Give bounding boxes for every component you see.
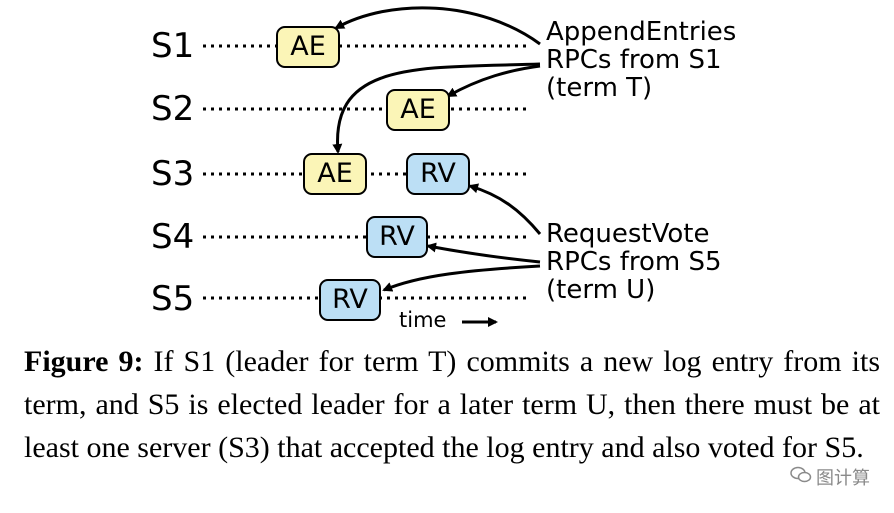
rv-entry-s4: RV (366, 216, 428, 258)
arrow-rv-to-s4 (426, 242, 541, 264)
append-entries-line-3: (term T) (546, 73, 653, 103)
server-label-s2: S2 (151, 89, 195, 129)
time-label: time (399, 308, 447, 332)
timeline-lines-and-arrows (203, 6, 542, 327)
rv-entry-s3: RV (406, 153, 470, 195)
wechat-icon (790, 466, 812, 489)
rv-entry-s5: RV (319, 279, 381, 321)
request-vote-line-2: RPCs from S5 (546, 247, 722, 277)
ae-entry-s1: AE (276, 26, 340, 68)
request-vote-note: RequestVote RPCs from S5 (term U) (546, 220, 722, 304)
caption-label: Figure 9: (24, 345, 144, 378)
append-entries-line-2: RPCs from S1 (546, 45, 722, 75)
arrow-ae-to-s2 (446, 64, 541, 98)
ae-entry-s2: AE (386, 89, 450, 131)
watermark: 图计算 (790, 464, 870, 490)
raft-figure: S1 S2 S3 S4 S5 AE AE AE RV RV RV AppendE… (151, 6, 736, 332)
server-label-s1: S1 (151, 26, 195, 66)
ae-entry-s3: AE (303, 153, 367, 195)
arrow-ae-to-s3 (332, 62, 541, 154)
arrow-rv-to-s3 (468, 183, 542, 235)
server-label-s3: S3 (151, 154, 195, 194)
server-label-s4: S4 (151, 217, 195, 257)
append-entries-line-1: AppendEntries (546, 17, 737, 47)
request-vote-line-1: RequestVote (546, 219, 710, 249)
arrow-rv-to-s5 (382, 264, 541, 292)
arrow-ae-to-s1 (334, 6, 541, 46)
caption-text: If S1 (leader for term T) commits a new … (24, 345, 880, 464)
server-label-s5: S5 (151, 279, 195, 319)
append-entries-note: AppendEntries RPCs from S1 (term T) (546, 18, 736, 102)
watermark-text: 图计算 (816, 468, 870, 489)
request-vote-line-3: (term U) (546, 275, 656, 305)
figure-caption: Figure 9: If S1 (leader for term T) comm… (24, 340, 880, 469)
